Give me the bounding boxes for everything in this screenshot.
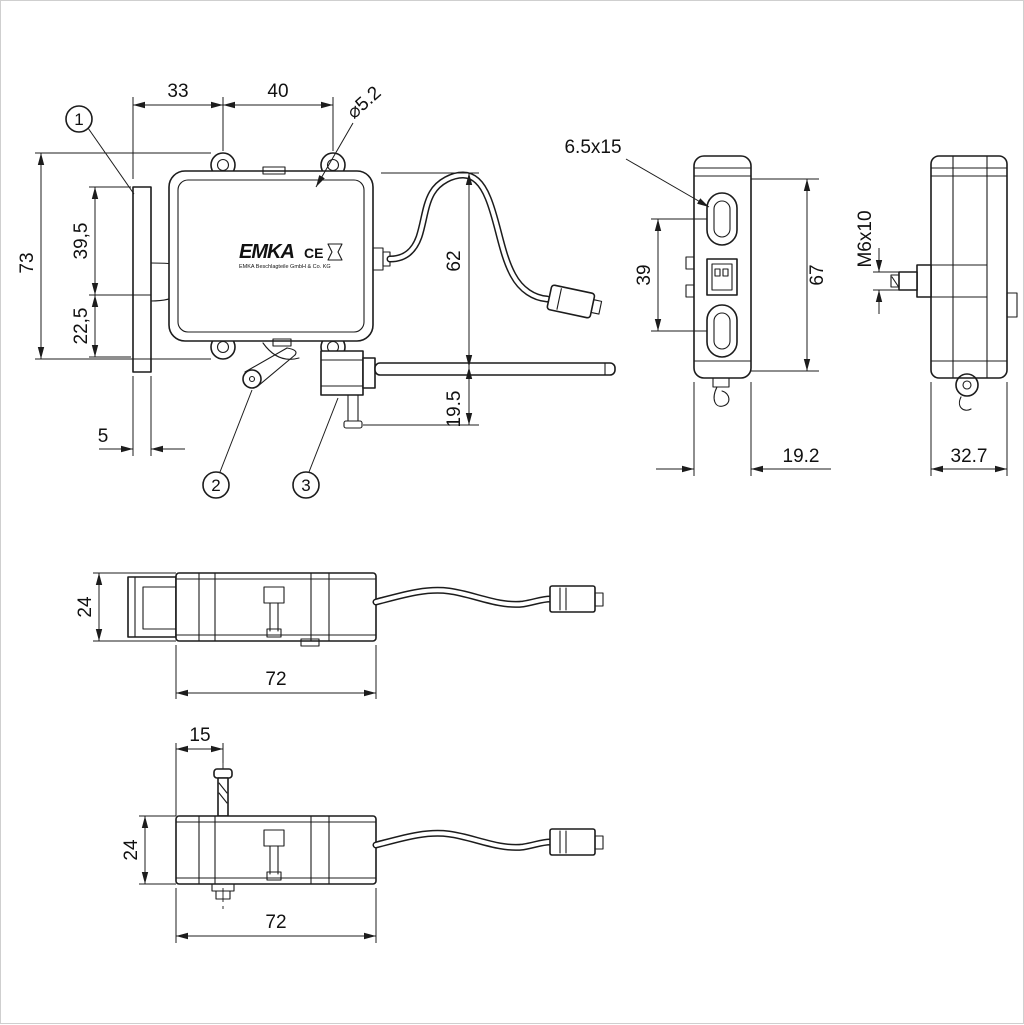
ce-mark: CE	[304, 245, 323, 261]
dim-33: 33	[167, 81, 188, 102]
latch-detail-bottom	[263, 829, 285, 847]
dim-67-group: 67	[751, 178, 828, 372]
dim-33-40-group: 33 40	[132, 81, 334, 179]
callout-3: 3	[292, 397, 339, 499]
dim-bottom-72: 72	[265, 912, 286, 933]
dim-slot: 6.5x15	[564, 137, 621, 158]
dim-62: 62	[444, 250, 465, 271]
side2-dimensions: M6x10 32.7	[855, 210, 1008, 476]
dim-m6x10-group: M6x10	[855, 210, 899, 314]
pin-cap	[213, 768, 233, 779]
bottom-body	[175, 763, 604, 909]
dim-bottom-24: 24	[121, 839, 142, 861]
bottom-dimensions: 15 24 72	[121, 725, 377, 943]
dim-19-5-group: 19.5	[363, 367, 479, 427]
callouts: 1 2 3	[65, 105, 339, 499]
dim-top-72-group: 72	[175, 645, 377, 699]
dim-top-24-group: 24	[75, 572, 176, 642]
callout-3-label: 3	[301, 476, 310, 495]
dim-19-2-group: 19.2	[656, 382, 831, 476]
logo-subtext: EMKA Beschlagteile GmbH & Co. KG	[239, 264, 331, 270]
dim-40: 40	[267, 81, 288, 102]
dim-15: 15	[189, 725, 210, 746]
dim-15-group: 15	[175, 725, 224, 816]
side-view-2: M6x10 32.7	[855, 155, 1018, 476]
emka-logo: EMKA CE EMKA Beschlagteile GmbH & Co. KG	[239, 241, 343, 270]
top-dimensions: 24 72	[75, 572, 377, 699]
dim-32-7: 32.7	[951, 446, 988, 467]
callout-2-label: 2	[211, 476, 220, 495]
certification-icon	[327, 243, 343, 261]
front-view: EMKA CE EMKA Beschlagteile GmbH & Co. KG	[17, 81, 616, 499]
dim-73-group: 73	[17, 152, 211, 360]
dim-32-7-group: 32.7	[930, 382, 1008, 476]
dim-39: 39	[634, 264, 655, 285]
dim-62-group: 62	[381, 172, 479, 367]
callout-1: 1	[65, 105, 135, 195]
connector-block	[706, 258, 738, 296]
dim-slot-group: 6.5x15	[564, 137, 710, 208]
push-rod	[374, 362, 616, 376]
dim-m6x10: M6x10	[855, 210, 876, 267]
top-body	[127, 572, 604, 647]
front-cable	[386, 171, 603, 319]
dim-67: 67	[807, 264, 828, 285]
side-wire	[713, 386, 730, 407]
dim-19-5: 19.5	[444, 391, 465, 428]
bottom-cable-connector	[549, 828, 596, 856]
nut	[215, 890, 231, 900]
top-view: 24 72	[75, 572, 604, 699]
top-cable-connector	[549, 585, 596, 613]
latch-detail	[263, 586, 285, 604]
dim-bottom-72-group: 72	[175, 888, 377, 943]
roller-lever	[242, 342, 300, 389]
front-dimensions: 33 40 ⌀5.2 73 39,5 22,5	[17, 81, 479, 456]
callout-2: 2	[202, 389, 253, 499]
dim-top-72: 72	[265, 669, 286, 690]
dim-39-group: 39	[634, 218, 707, 332]
side2-wire-loop	[955, 373, 979, 397]
bottom-view: 15 24 72	[121, 725, 604, 943]
cable-exit-stub	[372, 247, 384, 271]
actuator-rod	[320, 350, 616, 429]
callout-1-label: 1	[74, 110, 83, 129]
dim-bottom-24-group: 24	[121, 815, 176, 885]
dim-39-5-22-5-group: 39,5 22,5	[71, 186, 151, 358]
dim-top-24: 24	[75, 596, 96, 618]
dim-22-5: 22,5	[71, 308, 92, 345]
thread-tip	[890, 274, 900, 288]
shaft	[898, 271, 918, 291]
dim-5-group: 5	[98, 376, 185, 456]
side-view: 6.5x15 39 67 19.2	[564, 137, 831, 476]
actuator-pin	[347, 394, 359, 422]
side2-body	[890, 155, 1018, 411]
cable-connector	[546, 284, 603, 319]
dim-73: 73	[17, 252, 38, 273]
dim-5: 5	[98, 426, 109, 447]
side-body	[685, 155, 752, 407]
dim-19-2: 19.2	[783, 446, 820, 467]
side-dimensions: 6.5x15 39 67 19.2	[564, 137, 831, 476]
dim-39-5: 39,5	[71, 223, 92, 260]
brand-logo-text: EMKA	[239, 241, 294, 263]
dim-diameter: ⌀5.2	[343, 82, 385, 123]
